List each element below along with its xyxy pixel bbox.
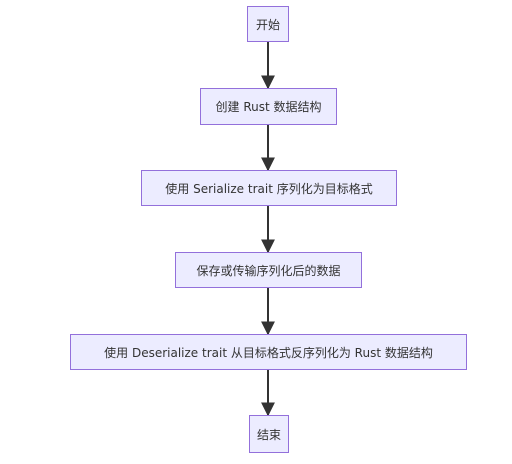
start-node: 开始: [247, 6, 289, 42]
end-node-label: 结束: [256, 427, 281, 442]
save-transfer-node: 保存或传输序列化后的数据: [175, 252, 362, 288]
end-node: 结束: [249, 415, 289, 453]
save-node-label: 保存或传输序列化后的数据: [196, 263, 341, 278]
create-node-label: 创建 Rust 数据结构: [215, 100, 322, 114]
create-data-structure-node: 创建 Rust 数据结构: [200, 88, 337, 125]
deserialize-node: 使用 Deserialize trait 从目标格式反序列化为 Rust 数据结…: [70, 334, 467, 370]
serialize-node-label: 使用 Serialize trait 序列化为目标格式: [165, 181, 373, 196]
serialize-node: 使用 Serialize trait 序列化为目标格式: [141, 170, 397, 206]
start-node-label: 开始: [255, 17, 280, 32]
deserialize-node-label: 使用 Deserialize trait 从目标格式反序列化为 Rust 数据结…: [104, 345, 433, 360]
